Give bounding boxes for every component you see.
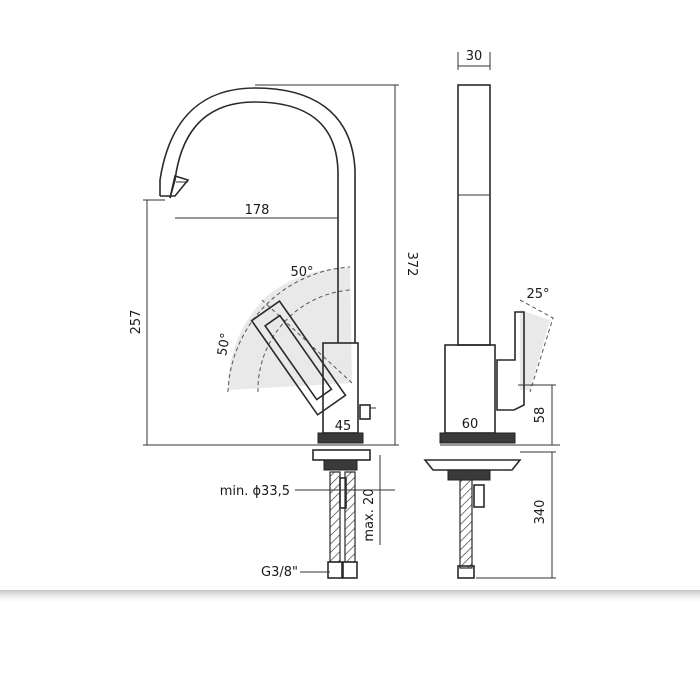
dim-30-label: 30: [466, 49, 483, 64]
spout-tip: [160, 174, 190, 199]
hole-diameter-label: min. ϕ33,5: [220, 484, 290, 499]
dim-372-label: 372: [404, 252, 419, 277]
max-thickness-label: max. 20: [362, 488, 377, 541]
handle-swing-area: [227, 295, 352, 390]
dim-340-label: 340: [533, 500, 548, 525]
front-knob: [359, 404, 371, 420]
floor-shadow: [0, 590, 700, 604]
front-threaded-rod: [339, 477, 347, 509]
front-lever: [250, 299, 347, 416]
front-mount-nut: [323, 459, 358, 471]
front-hose-fitting-right: [342, 561, 358, 579]
angle-50-left-label: 50°: [215, 332, 234, 357]
side-swing-dash: [519, 299, 554, 393]
dim-60-label: 60: [462, 417, 479, 432]
dim-45-label: 45: [335, 419, 352, 434]
thread-label: G3/8": [261, 565, 298, 580]
side-angle-label: 25°: [526, 287, 549, 302]
front-hose-fitting-left: [327, 561, 343, 579]
side-base-plate: [439, 432, 516, 444]
handle-swing-area-top: [268, 267, 352, 383]
dim-58-label: 58: [533, 407, 548, 424]
side-lever: [496, 311, 525, 411]
front-hose-left: [329, 471, 341, 563]
side-swing-area: [520, 310, 550, 390]
front-view: 178 257 372 50° 50° 45 min. ϕ33,5 max. 2…: [129, 84, 419, 580]
dim-257-label: 257: [129, 310, 144, 335]
front-mount-washer: [312, 449, 371, 461]
spout-outer: [159, 87, 356, 343]
side-threaded-rod: [473, 484, 485, 508]
dim-178-label: 178: [245, 203, 270, 218]
side-hose: [459, 479, 473, 569]
spout-inner: [169, 101, 339, 343]
front-base-plate: [317, 432, 364, 444]
side-mount-washer: [423, 459, 522, 471]
side-view: 30 25° 60 58 340: [423, 49, 560, 579]
side-mount-nut: [447, 469, 491, 481]
side-hose-fitting: [457, 565, 475, 579]
angle-50-top-label: 50°: [290, 265, 313, 280]
side-column: [457, 84, 491, 346]
